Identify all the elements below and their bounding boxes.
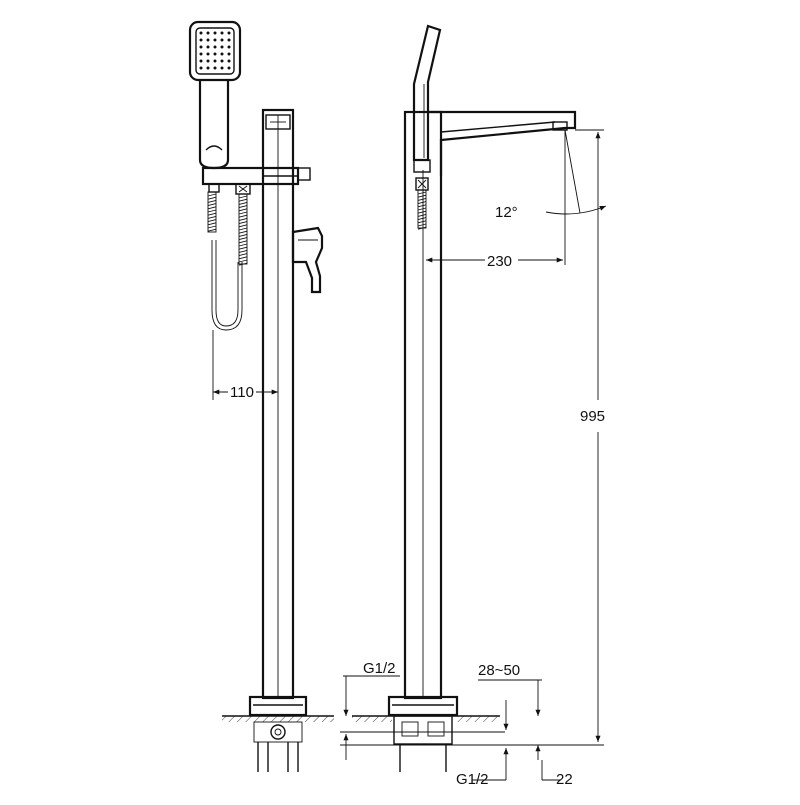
nozzle-dot — [213, 31, 217, 35]
hand-shower-side — [412, 24, 442, 162]
nozzle-dot — [227, 38, 231, 42]
left-base-plate — [248, 695, 308, 717]
nozzle-dot — [227, 59, 231, 63]
nozzle-dot — [220, 59, 224, 63]
nozzle-dot — [206, 59, 210, 63]
hose-coil-right — [238, 193, 248, 266]
nozzle-dot — [213, 45, 217, 49]
nozzle-dot — [220, 66, 224, 70]
nozzle-dot — [206, 31, 210, 35]
spout — [428, 110, 577, 176]
dim-g12-left-label: G1/2 — [363, 660, 396, 677]
nozzle-dot — [227, 45, 231, 49]
nozzle-dot — [227, 66, 231, 70]
nozzle-dot — [227, 52, 231, 56]
nozzle-dot — [220, 52, 224, 56]
concealed-box — [393, 715, 453, 745]
nozzle-dot — [213, 59, 217, 63]
dim-22-label: 22 — [556, 771, 573, 788]
nozzle-dot — [220, 31, 224, 35]
nozzle-dot — [199, 31, 203, 35]
shower-hose-loop — [211, 240, 243, 331]
nozzle-dot — [213, 66, 217, 70]
dim-995-label: 995 — [580, 408, 605, 425]
nozzle-dot — [220, 45, 224, 49]
nozzle-dot — [220, 38, 224, 42]
nozzle-dot — [227, 31, 231, 35]
dim-110-label: 110 — [230, 384, 254, 401]
nozzle-dot — [199, 52, 203, 56]
nozzle-dot — [206, 66, 210, 70]
hose-coil-left — [207, 191, 217, 233]
side-view: 110 — [188, 20, 334, 772]
right-base-plate — [387, 695, 459, 717]
nozzle-dot — [206, 45, 210, 49]
front-view: 12° 230 995 G1/2 28~50 — [340, 24, 607, 788]
nozzle-dot — [199, 45, 203, 49]
mixer-lever — [291, 226, 324, 294]
nozzle-dot — [199, 66, 203, 70]
hand-shower-head — [188, 20, 242, 170]
nozzle-dot — [213, 38, 217, 42]
hose-coil-front — [417, 189, 427, 230]
dim-angle-label: 12° — [495, 204, 518, 221]
nozzle-dot — [206, 38, 210, 42]
dim-28-50-label: 28~50 — [478, 662, 520, 679]
nozzle-dot — [206, 52, 210, 56]
nozzle-dot — [199, 38, 203, 42]
dim-230-label: 230 — [487, 253, 512, 270]
dim-g12-bottom-label: G1/2 — [456, 771, 489, 788]
nozzle-dot — [213, 52, 217, 56]
nozzle-dot — [199, 59, 203, 63]
side-connector — [297, 167, 311, 181]
